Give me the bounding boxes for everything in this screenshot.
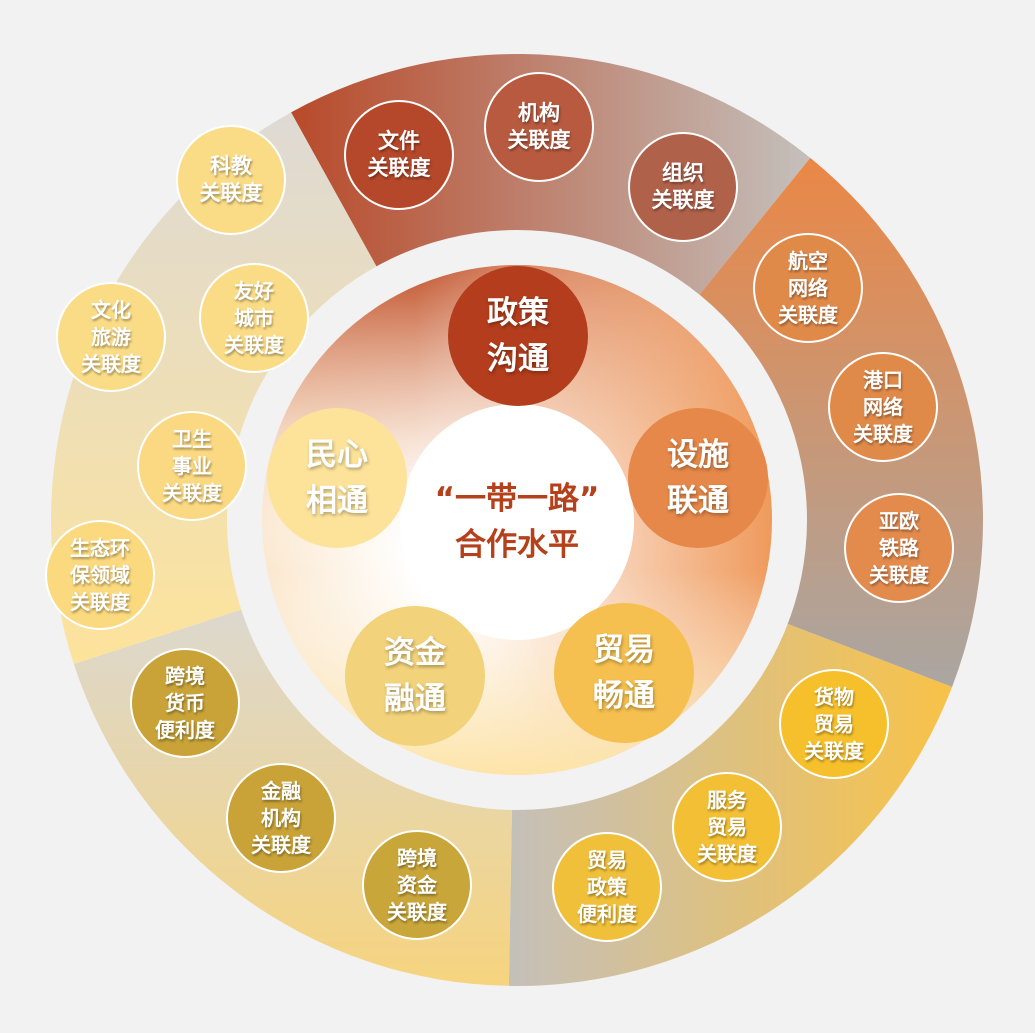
- indicator-bubble: 航空 网络 关联度: [753, 233, 863, 343]
- pillar-facilities: 设施 联通: [628, 408, 768, 548]
- indicator-bubble: 跨境 货币 便利度: [130, 648, 240, 758]
- indicator-bubble: 文化 旅游 关联度: [56, 282, 166, 392]
- indicator-bubble: 贸易 政策 便利度: [552, 832, 662, 942]
- indicator-bubble: 港口 网络 关联度: [828, 352, 938, 462]
- indicator-bubble: 亚欧 铁路 关联度: [844, 493, 954, 603]
- indicator-bubble: 科教 关联度: [176, 125, 286, 235]
- pillar-policy: 政策 沟通: [448, 266, 588, 406]
- segment-people: [50, 112, 382, 665]
- indicator-bubble: 跨境 资金 关联度: [362, 830, 472, 940]
- indicator-bubble: 货物 贸易 关联度: [779, 669, 889, 779]
- indicator-bubble: 生态环 保领域 关联度: [45, 520, 155, 630]
- indicator-bubble: 文件 关联度: [344, 100, 454, 210]
- indicator-bubble: 卫生 事业 关联度: [137, 411, 247, 521]
- center-title: “一带一路” 合作水平: [400, 404, 634, 640]
- indicator-bubble: 服务 贸易 关联度: [672, 772, 782, 882]
- pillar-trade: 贸易 畅通: [554, 603, 694, 743]
- pillar-people: 民心 相通: [267, 408, 407, 548]
- indicator-bubble: 组织 关联度: [628, 132, 738, 242]
- center-title-line1: “一带一路”: [434, 481, 600, 517]
- indicator-bubble: 金融 机构 关联度: [226, 763, 336, 873]
- pillar-finance: 资金 融通: [345, 606, 485, 746]
- indicator-bubble: 友好 城市 关联度: [199, 263, 309, 373]
- center-title-line2: 合作水平: [455, 527, 579, 563]
- indicator-bubble: 机构 关联度: [484, 72, 594, 182]
